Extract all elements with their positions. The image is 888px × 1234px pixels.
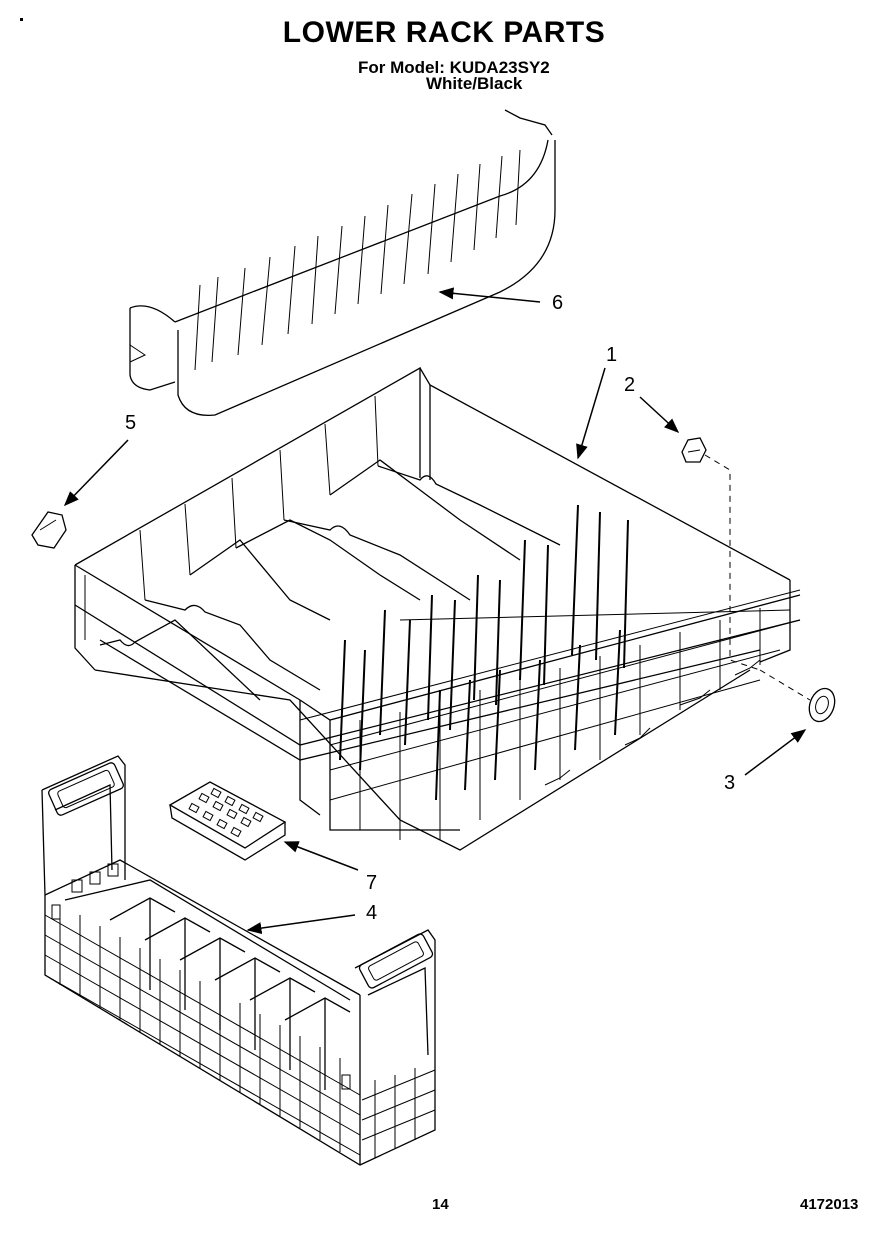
- callout-3: 3: [724, 772, 736, 794]
- part-1-lower-rack: [74, 366, 801, 851]
- part-3-wheel: [759, 669, 836, 723]
- part-6-tine-row: [129, 109, 556, 416]
- callout-6: 6: [552, 292, 564, 314]
- callout-5: 5: [125, 412, 137, 434]
- callout-1: 1: [606, 344, 618, 366]
- page-title: LOWER RACK PARTS: [282, 16, 606, 49]
- part-5-clip: [31, 511, 67, 549]
- callout-2: 2: [624, 374, 636, 396]
- document-number: 4172013: [800, 1196, 859, 1213]
- part-4-silverware-basket: [41, 755, 436, 1166]
- model-line: For Model: KUDA23SY2: [358, 58, 550, 77]
- color-line: White/Black: [426, 74, 523, 93]
- callout-7: 7: [366, 872, 378, 894]
- part-7-insert: [168, 781, 287, 861]
- page-number: 14: [432, 1196, 449, 1213]
- callout-4: 4: [366, 902, 378, 924]
- callout-arrows: [63, 287, 807, 935]
- part-2-clip: [681, 437, 761, 671]
- corner-mark: [20, 18, 23, 21]
